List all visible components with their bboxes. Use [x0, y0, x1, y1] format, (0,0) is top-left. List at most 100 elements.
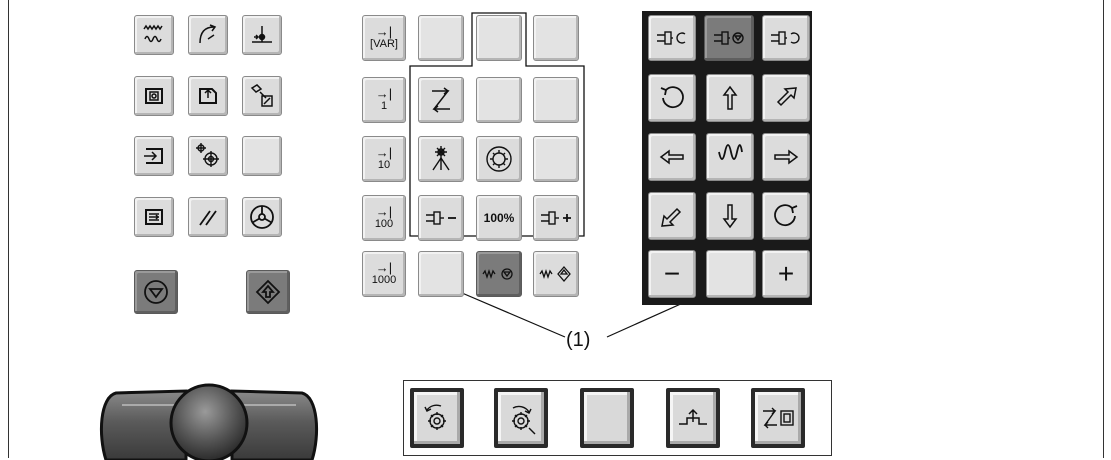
spindle-plus-icon [541, 211, 571, 225]
repos-key[interactable] [242, 76, 282, 116]
gear-circle-icon [486, 146, 512, 172]
skip-block-key[interactable] [134, 197, 174, 237]
increment-arrow-icon: →| [375, 260, 393, 275]
retract-key[interactable] [666, 388, 720, 448]
axis-down-key[interactable] [706, 192, 754, 240]
feed-start-icon [539, 266, 571, 282]
increment-10-key[interactable]: →| 10 [362, 136, 406, 182]
spindle-decrease-key[interactable] [410, 388, 464, 448]
handwheel-icon [250, 205, 274, 229]
increment-arrow-icon: →| [375, 24, 393, 39]
coolant-key[interactable] [418, 136, 464, 182]
spindle-stop-key[interactable] [704, 15, 754, 61]
blank-key[interactable] [580, 388, 634, 448]
callout-label: (1) [566, 329, 591, 351]
axis-up-right-key[interactable] [762, 74, 810, 122]
blank-key[interactable] [706, 250, 756, 298]
feed-stop-key[interactable] [476, 251, 522, 297]
rotate-ccw-key[interactable] [648, 74, 696, 122]
override-switch[interactable] [96, 365, 322, 460]
single-block-key[interactable] [134, 76, 174, 116]
spindle-increase-key[interactable] [494, 388, 548, 448]
crosshair-target-icon [196, 143, 219, 167]
feed-minus-key[interactable]: − [648, 250, 696, 298]
blank-key[interactable] [242, 136, 282, 176]
rotate-workpiece-key[interactable] [751, 388, 805, 448]
rapid-key[interactable] [706, 133, 754, 181]
skip-block-icon [145, 209, 163, 225]
feed-plus-key[interactable]: + [762, 250, 810, 298]
slash-key[interactable] [188, 197, 228, 237]
increment-1000-key[interactable]: →| 1000 [362, 251, 406, 297]
increment-var-key[interactable]: →| [VAR] [362, 15, 406, 61]
blank-key[interactable] [476, 77, 522, 123]
rotation-key[interactable] [418, 77, 464, 123]
spindle-cw-icon [771, 31, 800, 45]
blank-key[interactable] [476, 15, 522, 61]
blank-key[interactable] [533, 77, 579, 123]
cycle-stop-key[interactable] [134, 270, 178, 314]
bottom-key-group [403, 380, 832, 456]
start-icon [255, 279, 281, 305]
rotate-ccw-icon [660, 86, 684, 109]
increment-value: [VAR] [370, 38, 398, 50]
spindle-left-key[interactable] [648, 15, 696, 61]
blank-key[interactable] [533, 136, 579, 182]
spindle-ccw-icon [657, 31, 686, 45]
rotate-cw-icon [774, 204, 798, 227]
blank-key[interactable] [418, 251, 464, 297]
axis-up-key[interactable] [706, 74, 754, 122]
spindle-key[interactable] [476, 136, 522, 182]
axis-right-key[interactable] [762, 133, 810, 181]
panel-frame [8, 0, 1104, 458]
spindle-override-minus-key[interactable] [418, 195, 464, 241]
reference-point-icon [252, 26, 272, 43]
override-100-label: 100% [483, 211, 515, 225]
arrow-down-left-icon [661, 207, 682, 227]
stop-icon [144, 280, 168, 304]
enter-arrow-icon [144, 148, 163, 164]
curve-arrow-icon [199, 24, 217, 44]
rotate-arrows-icon [432, 87, 450, 113]
feed-start-key[interactable] [533, 251, 579, 297]
double-slash-icon [199, 210, 217, 226]
program-key[interactable] [188, 76, 228, 116]
spindle-override-plus-key[interactable] [533, 195, 579, 241]
arrow-down-icon [722, 204, 738, 229]
teach-in-key[interactable] [188, 136, 228, 176]
increment-value: 100 [374, 218, 394, 230]
increment-arrow-icon: →| [375, 145, 393, 160]
increment-1-key[interactable]: →| 1 [362, 77, 406, 123]
switch-knob [169, 383, 249, 460]
handwheel-key[interactable] [242, 197, 282, 237]
blank-key[interactable] [418, 15, 464, 61]
cycle-start-key[interactable] [246, 270, 290, 314]
increment-value: 1000 [371, 274, 397, 286]
feed-stop-icon [482, 268, 513, 280]
rotate-cw-key[interactable] [762, 192, 810, 240]
spindle-override-100-key[interactable]: 100% [476, 195, 522, 241]
spindle-minus-icon [426, 211, 456, 225]
blank-key[interactable] [533, 15, 579, 61]
spindle-right-key[interactable] [762, 15, 810, 61]
waveform-key[interactable] [134, 15, 174, 55]
plus-label: + [777, 258, 795, 289]
arrow-up-icon [722, 85, 738, 110]
enter-key[interactable] [134, 136, 174, 176]
single-block-icon [145, 88, 163, 104]
gear-ccw-icon [424, 404, 446, 430]
retract-icon [679, 408, 707, 425]
axis-left-key[interactable] [648, 133, 696, 181]
reference-point-key[interactable] [242, 15, 282, 55]
coolant-icon [432, 146, 450, 171]
arrow-up-right-icon [776, 87, 797, 107]
minus-label: − [663, 258, 681, 289]
switch-left-wing [99, 389, 188, 460]
increment-100-key[interactable]: →| 100 [362, 195, 406, 241]
increment-arrow-icon: →| [375, 204, 393, 219]
program-icon [199, 88, 217, 104]
axis-down-left-key[interactable] [648, 192, 696, 240]
curve-path-key[interactable] [188, 15, 228, 55]
switch-right-wing [230, 389, 319, 460]
spindle-stop-icon [714, 31, 744, 45]
